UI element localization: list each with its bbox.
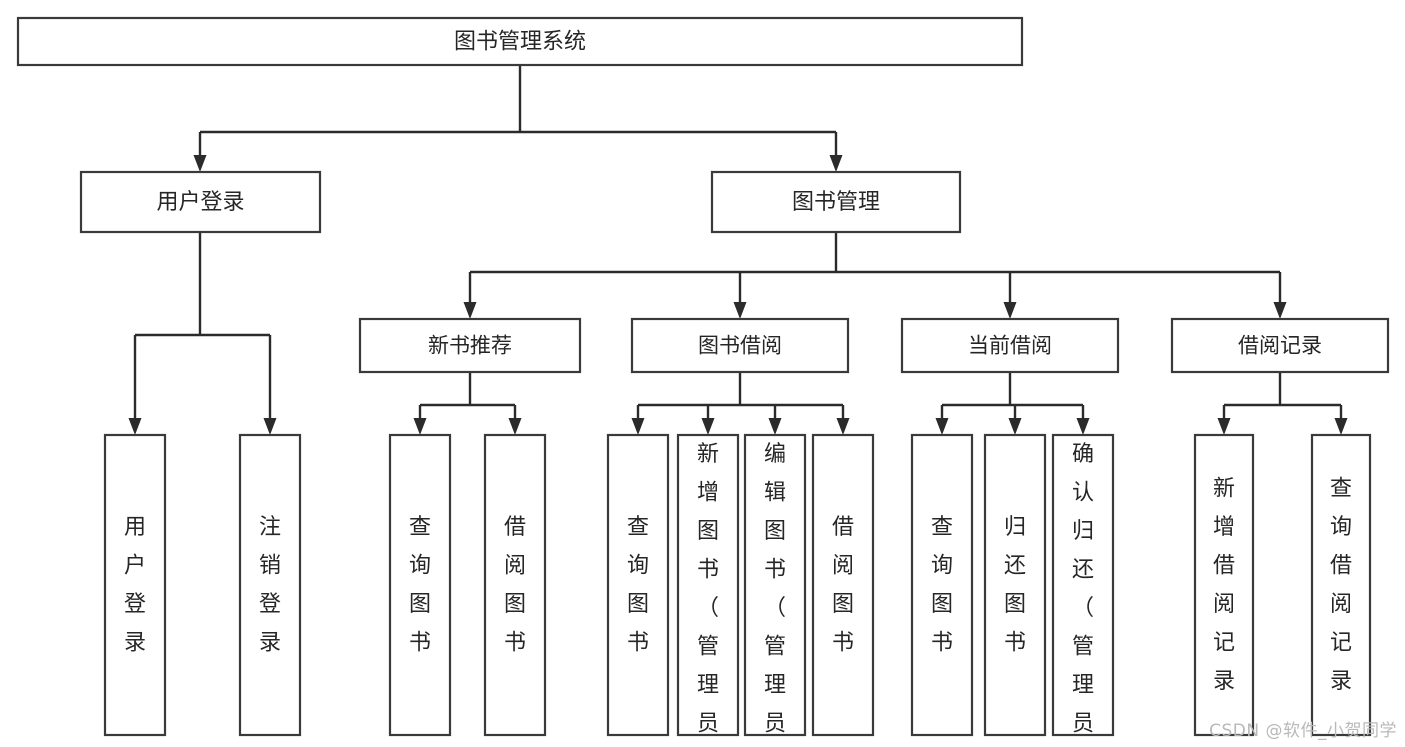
node-box xyxy=(630,317,850,374)
node-box xyxy=(606,433,670,737)
arrow-head-icon xyxy=(1334,418,1348,435)
node-root[interactable]: 图书管理系统 xyxy=(16,16,1024,67)
arrow-head-icon xyxy=(1003,302,1017,319)
node-box xyxy=(676,433,740,737)
node-box xyxy=(1051,433,1115,737)
node-box xyxy=(1310,433,1372,737)
arrow-head-icon xyxy=(508,418,522,435)
node-label: 新增图书（管理员） xyxy=(697,442,719,747)
node-label: 当前借阅 xyxy=(968,334,1052,358)
node-box xyxy=(983,433,1047,737)
node-box xyxy=(910,433,974,737)
connector-conn-book-borrow xyxy=(631,372,850,435)
node-leaf-confirm-return[interactable]: 确认归还（管理员） xyxy=(1051,433,1115,747)
node-new-book-rec[interactable]: 新书推荐 xyxy=(358,317,582,374)
connector-conn-user-login xyxy=(128,232,277,435)
arrow-head-icon xyxy=(193,155,207,172)
node-leaf-add-record[interactable]: 新增借阅记录 xyxy=(1193,433,1255,737)
node-box xyxy=(16,16,1024,67)
node-label: 查询图书 xyxy=(627,515,649,656)
node-label: 图书管理 xyxy=(792,190,880,215)
node-box xyxy=(103,433,167,737)
node-box xyxy=(811,433,875,737)
arrow-head-icon xyxy=(1008,418,1022,435)
node-label: 新增借阅记录 xyxy=(1213,477,1235,695)
connector-conn-new-book-rec xyxy=(413,372,522,435)
node-leaf-query-record[interactable]: 查询借阅记录 xyxy=(1310,433,1372,737)
node-label: 用户登录 xyxy=(156,190,244,215)
node-label: 图书借阅 xyxy=(698,334,782,358)
connector-layer xyxy=(128,65,1348,435)
arrow-head-icon xyxy=(701,418,715,435)
node-label: 查询借阅记录 xyxy=(1330,477,1352,695)
node-user-login[interactable]: 用户登录 xyxy=(79,170,322,234)
node-label: 查询图书 xyxy=(931,515,953,656)
arrow-head-icon xyxy=(935,418,949,435)
arrow-head-icon xyxy=(1217,418,1231,435)
arrow-head-icon xyxy=(1076,418,1090,435)
arrow-head-icon xyxy=(836,418,850,435)
node-borrow-record[interactable]: 借阅记录 xyxy=(1170,317,1390,374)
node-box xyxy=(1193,433,1255,737)
node-leaf-query-book-current[interactable]: 查询图书 xyxy=(910,433,974,737)
node-label: 确认归还（管理员） xyxy=(1072,442,1094,747)
node-label: 借阅记录 xyxy=(1238,334,1322,358)
node-leaf-borrow-book-rec[interactable]: 借阅图书 xyxy=(483,433,547,737)
node-current-borrow[interactable]: 当前借阅 xyxy=(900,317,1120,374)
node-leaf-edit-book[interactable]: 编辑图书（管理员） xyxy=(743,433,807,747)
connector-conn-borrow-record xyxy=(1217,372,1348,435)
arrow-head-icon xyxy=(263,418,277,435)
node-leaf-query-book-borrow[interactable]: 查询图书 xyxy=(606,433,670,737)
node-book-borrow[interactable]: 图书借阅 xyxy=(630,317,850,374)
node-leaf-return-book[interactable]: 归还图书 xyxy=(983,433,1047,737)
arrow-head-icon xyxy=(128,418,142,435)
node-box xyxy=(79,170,322,234)
node-book-manage[interactable]: 图书管理 xyxy=(710,170,962,234)
node-label: 图书管理系统 xyxy=(454,30,586,55)
arrow-head-icon xyxy=(463,302,477,319)
node-label: 用户登录 xyxy=(124,515,146,656)
arrow-head-icon xyxy=(733,302,747,319)
node-label: 归还图书 xyxy=(1004,515,1026,656)
node-leaf-user-login[interactable]: 用户登录 xyxy=(103,433,167,737)
arrow-head-icon xyxy=(631,418,645,435)
node-label: 新书推荐 xyxy=(428,334,512,358)
node-box xyxy=(900,317,1120,374)
connector-conn-root xyxy=(193,65,843,172)
node-box xyxy=(743,433,807,737)
node-box xyxy=(1170,317,1390,374)
node-label: 注销登录 xyxy=(259,515,281,656)
node-box xyxy=(388,433,452,737)
connector-conn-current-borrow xyxy=(935,372,1090,435)
arrow-head-icon xyxy=(829,155,843,172)
node-box xyxy=(483,433,547,737)
arrow-head-icon xyxy=(413,418,427,435)
node-leaf-borrow-book[interactable]: 借阅图书 xyxy=(811,433,875,737)
node-box xyxy=(710,170,962,234)
node-label: 编辑图书（管理员） xyxy=(764,442,786,747)
node-leaf-user-logout[interactable]: 注销登录 xyxy=(238,433,302,737)
node-leaf-query-book-rec[interactable]: 查询图书 xyxy=(388,433,452,737)
node-box xyxy=(238,433,302,737)
connector-conn-book-manage xyxy=(463,232,1287,319)
node-box xyxy=(358,317,582,374)
arrow-head-icon xyxy=(768,418,782,435)
node-leaf-add-book[interactable]: 新增图书（管理员） xyxy=(676,433,740,747)
arrow-head-icon xyxy=(1273,302,1287,319)
node-layer: 图书管理系统用户登录图书管理新书推荐图书借阅当前借阅借阅记录用户登录注销登录查询… xyxy=(16,16,1390,747)
node-label: 查询图书 xyxy=(409,515,431,656)
node-label: 借阅图书 xyxy=(832,515,854,656)
node-label: 借阅图书 xyxy=(504,515,526,656)
